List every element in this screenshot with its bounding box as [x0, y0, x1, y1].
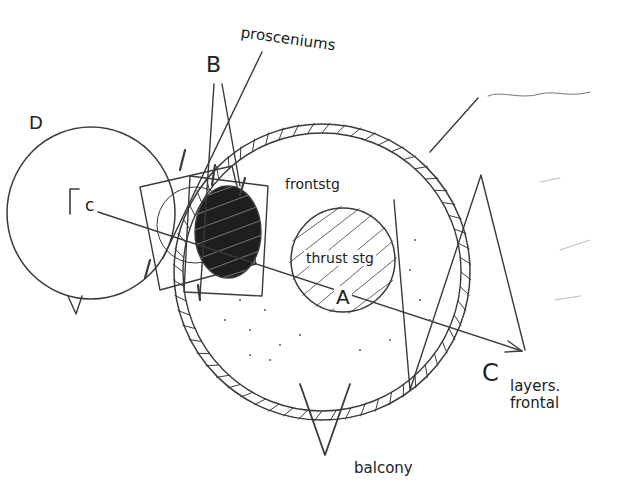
part-label: prosceniums: [238, 24, 339, 55]
circle-outline: [291, 208, 395, 312]
leader-line: [200, 84, 240, 296]
ring-hatch: [173, 123, 471, 421]
ring-inner: [183, 133, 461, 411]
bracket: [70, 189, 79, 214]
circle-outline: [7, 127, 175, 299]
stage-label: thrust stg: [304, 250, 376, 266]
circle-label: c: [83, 196, 96, 216]
layers-triangle: [394, 175, 525, 390]
callout-letter: B: [204, 52, 223, 77]
circle-outline: [172, 122, 472, 422]
leader-line: [430, 98, 478, 152]
side-circle: Dc: [5, 125, 177, 301]
callout-letter: C: [480, 360, 501, 388]
note-label: layers. frontal: [508, 378, 590, 413]
stage-label: frontstg: [283, 176, 342, 192]
scribble: [488, 92, 590, 96]
thrust-stage-circle: thrust stgA: [289, 206, 397, 314]
circle-outline: [174, 124, 470, 420]
area-letter: A: [334, 286, 352, 309]
tick-marks: [145, 150, 245, 300]
arrowhead: [505, 341, 522, 352]
faint-strokes: [540, 178, 590, 300]
thrust-hatch: [280, 200, 400, 320]
auditorium-circle: frontstg thrust stgA: [172, 122, 472, 422]
stipple: [224, 239, 431, 361]
leader-line: [163, 52, 262, 258]
circle-label: D: [27, 113, 45, 134]
part-label: balcony: [352, 460, 415, 477]
